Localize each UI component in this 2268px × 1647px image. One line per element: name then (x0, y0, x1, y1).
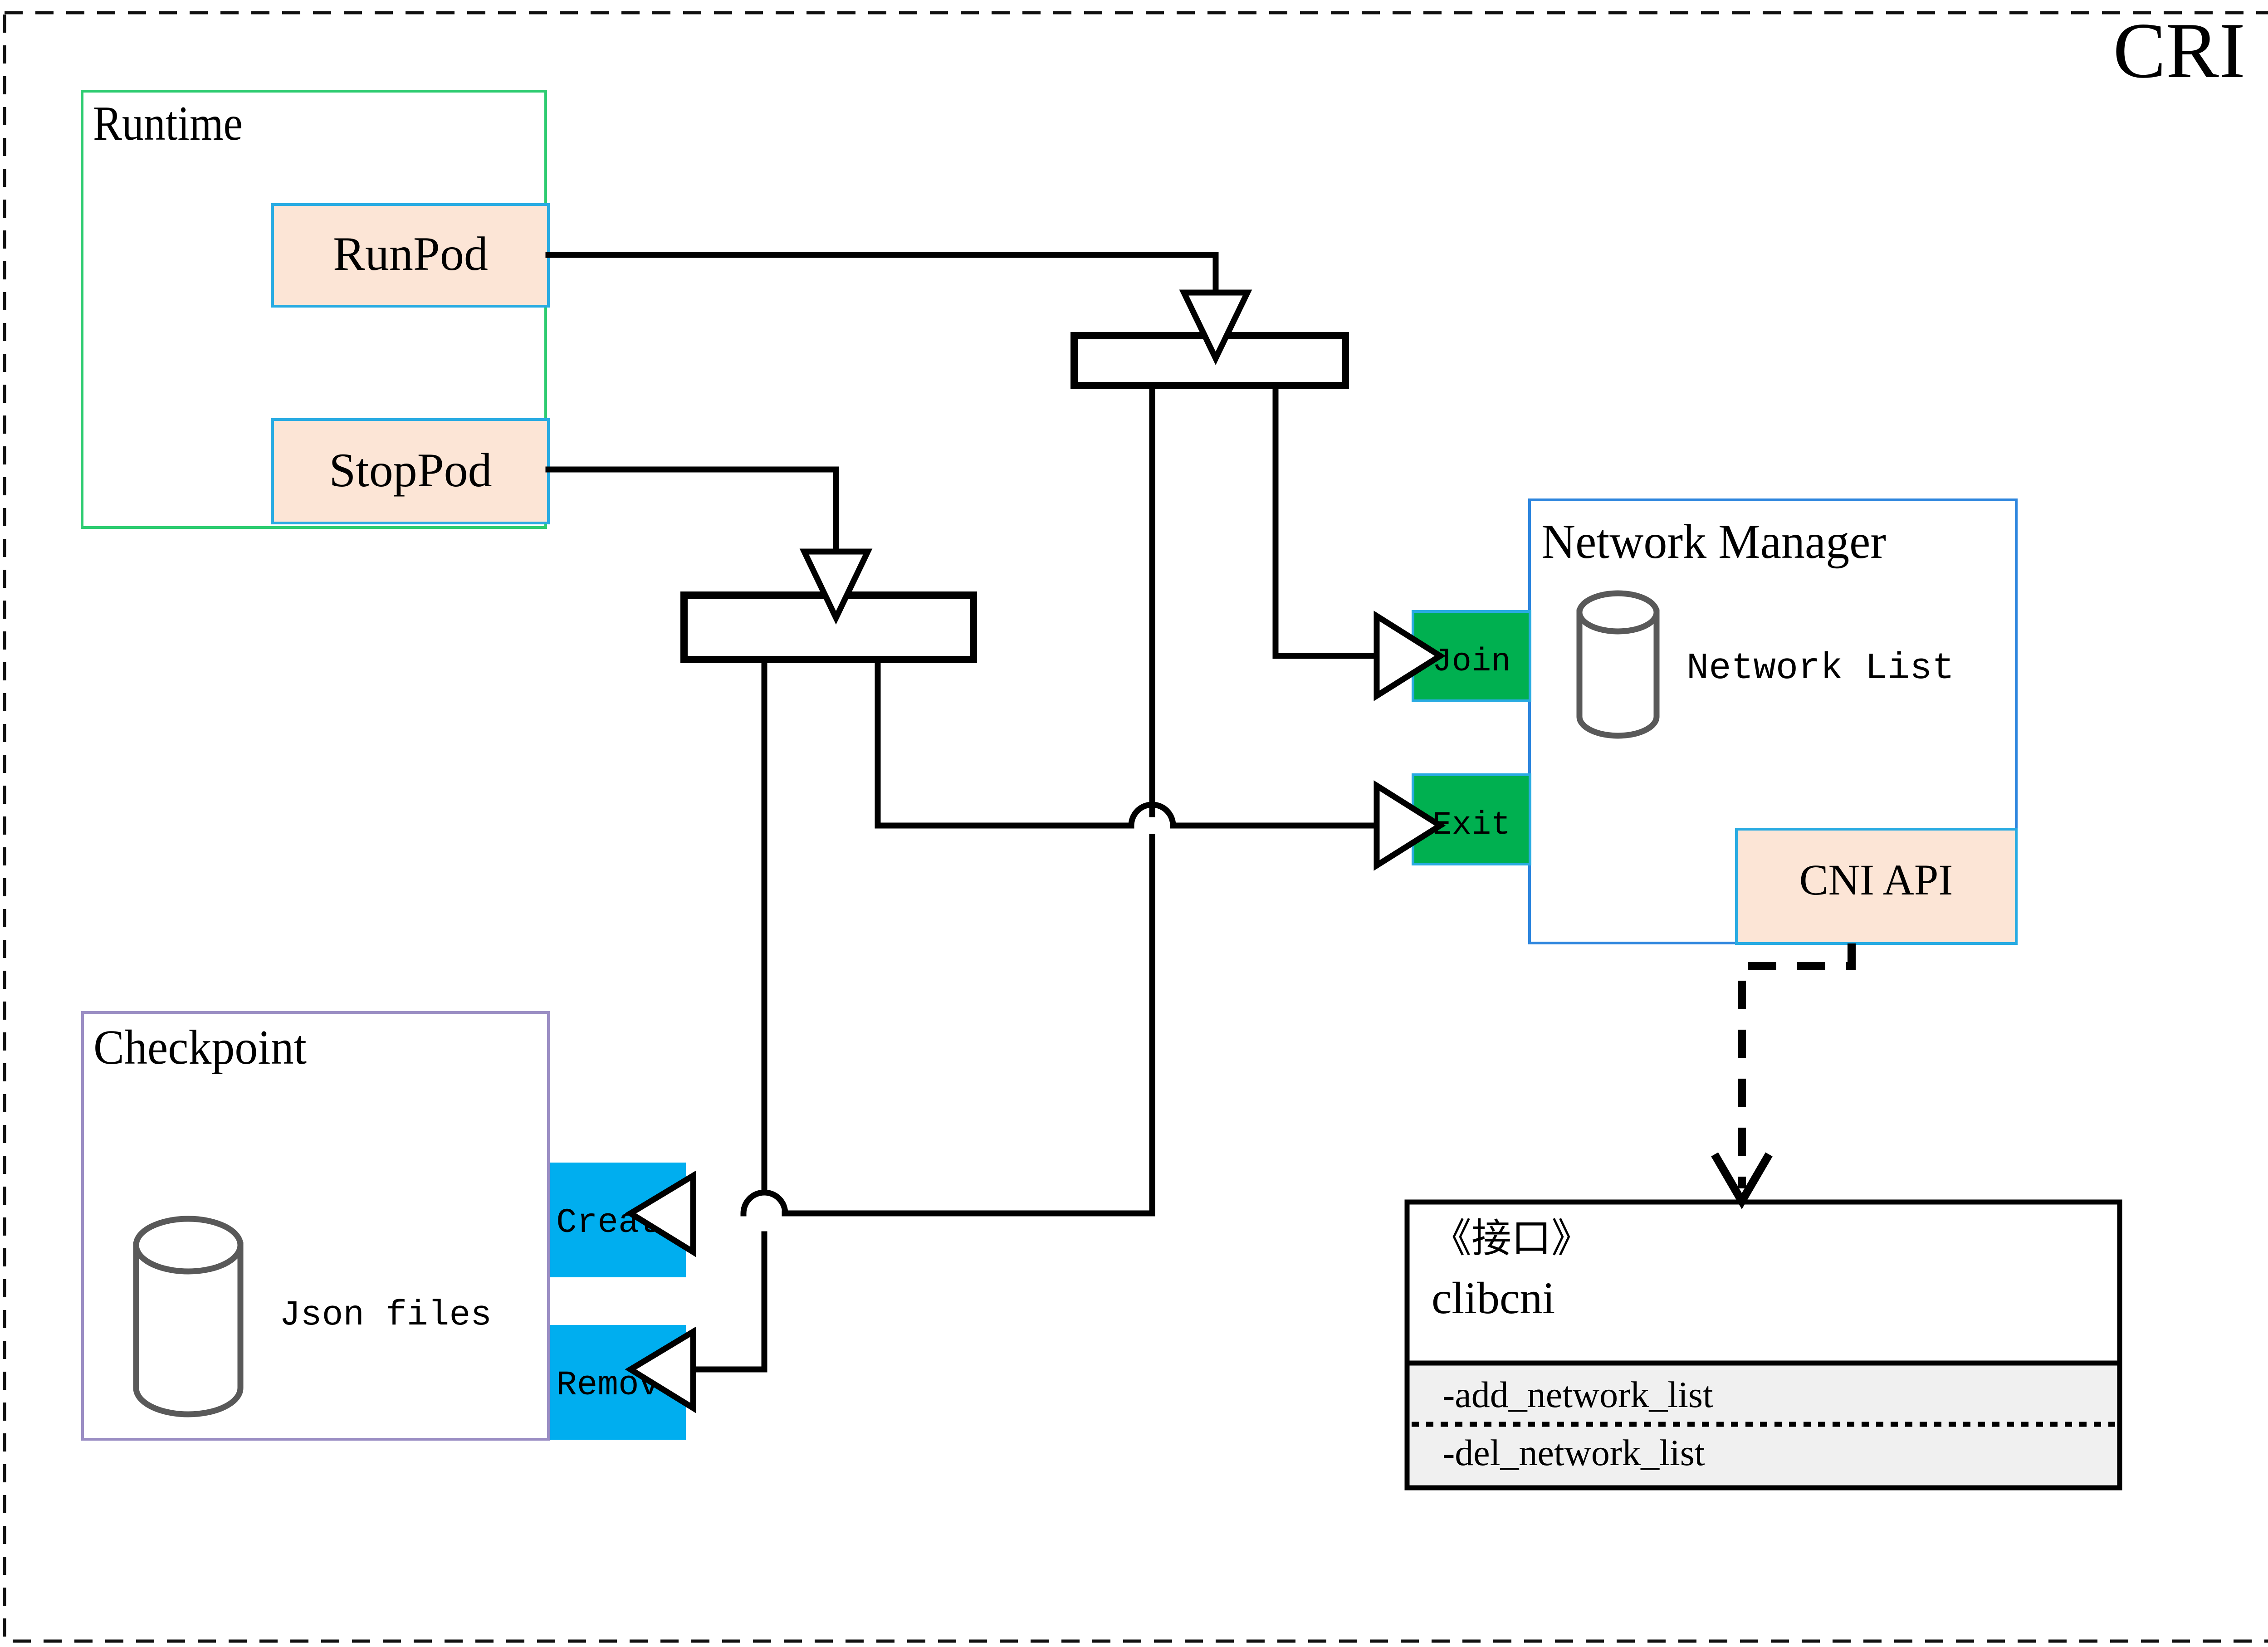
clibcni-interface-header (1404, 1199, 2122, 1366)
cni-api-box[interactable] (1735, 828, 2018, 945)
join-label: Join (1432, 643, 1511, 680)
page-title: CRI (2113, 6, 2245, 94)
exit-label: Exit (1432, 806, 1511, 844)
connector-junction-to-exit (875, 657, 1382, 829)
group-network-manager-label: Network Manager (1541, 515, 1886, 569)
runpod-box[interactable] (271, 203, 550, 308)
connector-junction-to-create (782, 383, 1155, 1217)
connector-junction-to-join (1272, 383, 1382, 659)
arrowheads (625, 289, 1446, 1413)
arrowhead-into-remove (625, 1326, 696, 1413)
json-files-label: Json files (279, 1295, 492, 1335)
arrowhead-open-into-clibcni (1711, 1152, 1773, 1209)
pod-remove-junction (680, 591, 977, 663)
connector-cniapi-to-clibcni (1738, 943, 1856, 1188)
stoppod-box[interactable] (271, 418, 550, 524)
connector-junction-to-remove (691, 657, 767, 1373)
connector-lines (545, 252, 1382, 1373)
network-list-label: Network List (1686, 647, 1955, 689)
page-title-text: CRI (2113, 6, 2245, 94)
runpod-label: RunPod (333, 227, 488, 280)
json-files-cylinder-icon (133, 1216, 244, 1417)
arrowhead-into-junction1 (1179, 289, 1252, 365)
connector-create-hop-arc (740, 1189, 788, 1217)
outer-dashed-frame (3, 11, 2268, 1643)
group-checkpoint-label: Checkpoint (93, 1021, 307, 1075)
arrowhead-into-join (1374, 611, 1446, 701)
network-list-cylinder-icon (1576, 590, 1660, 739)
clibcni-stereotype: 《接口》 (1432, 1217, 1591, 1261)
stoppod-label: StopPod (329, 444, 492, 497)
clibcni-method-del: -del_network_list (1442, 1432, 1705, 1473)
clibcni-name: clibcni (1432, 1273, 1555, 1323)
connector-runpod-to-junction (545, 252, 1219, 293)
connector-stoppod-to-junction (545, 466, 839, 553)
group-runtime-label: Runtime (93, 97, 243, 151)
arrowhead-into-junction2 (799, 548, 873, 625)
connector-exit-hop-arc (1128, 802, 1176, 829)
clibcni-method-add: -add_network_list (1442, 1374, 1713, 1415)
arrowhead-into-create (625, 1170, 696, 1257)
arrowhead-into-exit (1374, 780, 1446, 871)
cni-api-label: CNI API (1799, 855, 1953, 904)
